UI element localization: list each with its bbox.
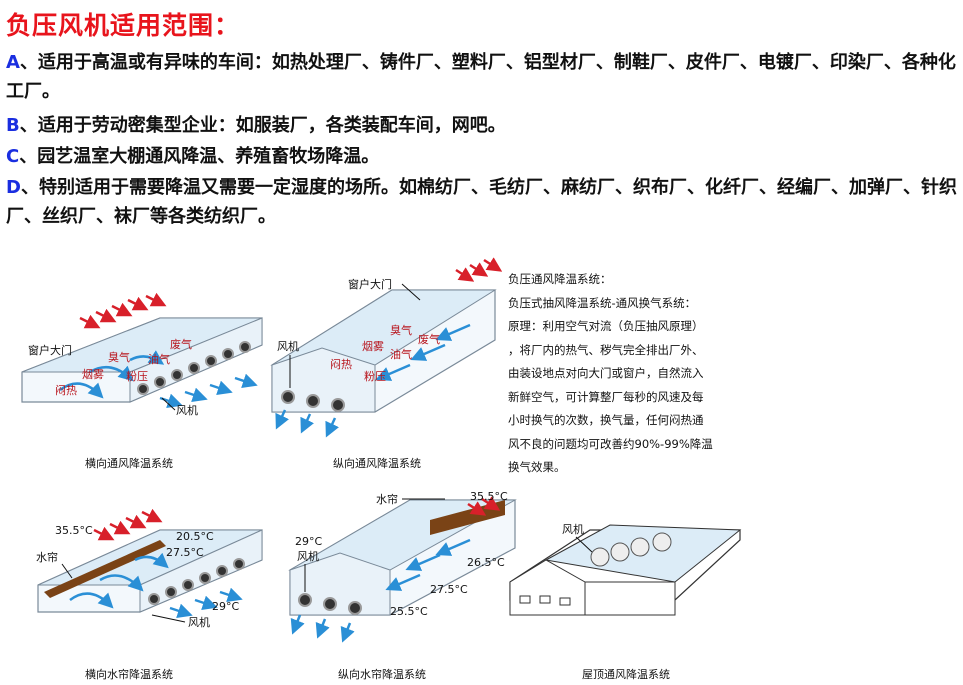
side-line: 风不良的问题均可改善约90%-99%降温 [508, 436, 713, 451]
fans-row [148, 558, 245, 605]
page-title: 负压风机适用范围： [6, 11, 241, 40]
label-dust: 粉压 [364, 370, 386, 383]
caption-d1: 横向通风降温系统 [85, 457, 173, 470]
item-key: A [6, 52, 20, 73]
range-item-d: D、特别适用于需要降温又需要一定湿度的场所。如棉纺厂、毛纺厂、麻纺厂、织布厂、化… [6, 173, 958, 231]
fans-row [298, 593, 362, 615]
caption-d5: 屋顶通风降温系统 [582, 668, 670, 681]
fan-gable [289, 552, 391, 616]
label-waste-gas: 废气 [170, 337, 192, 351]
label-fan-temp: 29°C [295, 535, 322, 548]
diagram-transverse-water-curtain: 35.5°C 水帘 20.5°C 27.5°C 29°C 风机 [36, 508, 263, 629]
label-oil-gas: 油气 [390, 347, 412, 361]
hot-air-arrows [467, 496, 501, 516]
label-stuffy: 闷热 [330, 357, 352, 371]
label-odor: 臭气 [108, 350, 130, 364]
label-temp-1: 26.5°C [467, 556, 505, 569]
label-fan: 风机 [176, 403, 198, 417]
item-text: 、适用于高温或有异味的车间：如热处理厂、铸件厂、塑料厂、铝型材厂、制鞋厂、皮件厂… [6, 52, 956, 102]
side-line: ，将厂内的热气、秽气完全排出厂外、 [508, 342, 704, 357]
airflow-arrows [59, 350, 258, 408]
label-dust: 粉压 [126, 370, 148, 383]
label-temp-2: 27.5°C [166, 546, 204, 559]
fresh-air-arrows [79, 292, 167, 329]
label-fan: 风机 [277, 339, 299, 353]
item-key: B [6, 115, 20, 136]
cool-air-arrows [69, 552, 243, 618]
label-window-door: 窗户大门 [28, 343, 72, 357]
label-fan: 风机 [562, 522, 584, 536]
side-line: 新鲜空气，可计算整厂每秒的风速及每 [508, 389, 704, 404]
item-key: D [6, 177, 21, 198]
item-key: C [6, 146, 20, 167]
fan-gable [271, 347, 376, 413]
water-curtain [44, 540, 166, 598]
label-stuffy: 闷热 [55, 383, 77, 397]
diagram-longitudinal-ventilation: 窗户大门 风机 臭气 烟雾 废气 油气 闷热 粉压 [270, 257, 503, 438]
side-line: 换气效果。 [508, 460, 566, 474]
diagram-roof-ventilation: 风机 [509, 522, 742, 616]
windows [519, 595, 571, 606]
principle-description: 负压通风降温系统： 负压式抽风降温系统-通风换气系统： 原理：利用空气对流（负压… [508, 268, 748, 480]
fans-row [137, 341, 251, 395]
side-line: 负压式抽风降温系统-通风换气系统： [508, 295, 697, 310]
label-temp-3: 29°C [212, 600, 239, 613]
label-smoke: 烟雾 [82, 367, 104, 381]
label-curtain: 水帘 [36, 550, 58, 564]
label-temp-3: 25.5°C [390, 605, 428, 618]
item-text: 、特别适用于需要降温又需要一定湿度的场所。如棉纺厂、毛纺厂、麻纺厂、织布厂、化纤… [6, 177, 957, 227]
diagram-longitudinal-water-curtain: 水帘 35.5°C 29°C 风机 26.5°C 27.5°C 25.5°C [288, 490, 517, 643]
label-waste-gas: 废气 [418, 332, 440, 346]
range-item-c: C、园艺温室大棚通风降温、养殖畜牧场降温。 [6, 142, 958, 171]
label-fan: 风机 [297, 549, 319, 563]
fresh-air-arrows [455, 257, 503, 282]
label-smoke: 烟雾 [362, 339, 384, 353]
range-item-a: A、适用于高温或有异味的车间：如热处理厂、铸件厂、塑料厂、铝型材厂、制鞋厂、皮件… [6, 48, 958, 106]
item-text: 、园艺温室大棚通风降温、养殖畜牧场降温。 [19, 146, 380, 167]
label-temp-1: 20.5°C [176, 530, 214, 543]
side-line: 由装设地点对向大门或窗户，自然流入 [508, 366, 704, 380]
side-line: 小时换气的次数，换气量，任何闷热通 [508, 413, 704, 427]
roof-fans [590, 532, 672, 567]
side-line: 负压通风降温系统： [508, 272, 612, 286]
hot-air-arrows [93, 508, 163, 541]
item-text: 、适用于劳动密集型企业：如服装厂，各类装配车间，网吧。 [19, 115, 506, 136]
label-outside-temp: 35.5°C [470, 490, 508, 503]
side-line: 原理：利用空气对流（负压抽风原理） [508, 319, 704, 333]
caption-d4: 纵向水帘降温系统 [338, 668, 426, 681]
label-outside-temp: 35.5°C [55, 524, 93, 537]
label-curtain: 水帘 [376, 492, 398, 506]
caption-d3: 横向水帘降温系统 [85, 668, 173, 681]
label-odor: 臭气 [390, 323, 412, 337]
range-item-b: B、适用于劳动密集型企业：如服装厂，各类装配车间，网吧。 [6, 111, 958, 140]
fans-row [281, 390, 345, 412]
label-temp-2: 27.5°C [430, 583, 468, 596]
cool-air-arrows [290, 538, 471, 643]
caption-d2: 纵向通风降温系统 [333, 457, 421, 470]
label-fan: 风机 [188, 615, 210, 629]
airflow-arrows [275, 323, 471, 438]
label-oil-gas: 油气 [148, 352, 170, 366]
label-window-door: 窗户大门 [348, 277, 392, 291]
diagram-transverse-ventilation: 窗户大门 臭气 废气 油气 烟雾 粉压 闷热 风机 [21, 292, 263, 417]
